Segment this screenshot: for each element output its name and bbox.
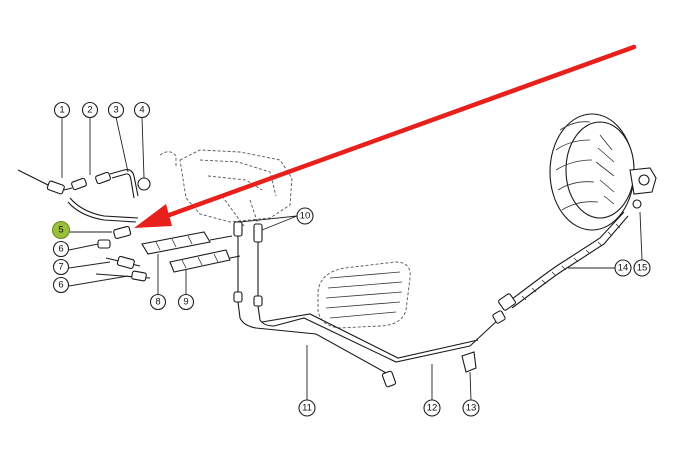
callout-2: 2	[81, 101, 99, 119]
svg-text:11: 11	[302, 403, 312, 414]
callout-14: 14	[614, 259, 632, 277]
svg-text:8: 8	[155, 297, 160, 308]
leader-lines	[61, 116, 643, 401]
callout-13: 13	[462, 399, 480, 417]
wheel-cylinders	[141, 231, 241, 273]
svg-text:4: 4	[139, 105, 144, 116]
fittings-left	[95, 225, 151, 282]
svg-text:10: 10	[300, 211, 311, 222]
callout-1: 1	[53, 101, 71, 119]
svg-text:13: 13	[466, 403, 477, 414]
brake-shoe-outline	[317, 261, 411, 329]
svg-text:6: 6	[58, 280, 63, 291]
flexible-hose	[498, 199, 642, 311]
callout-4: 4	[133, 101, 151, 119]
brake-line-long	[237, 301, 506, 388]
svg-text:6: 6	[58, 244, 63, 255]
svg-text:2: 2	[87, 105, 92, 116]
svg-text:7: 7	[58, 262, 63, 273]
brake-drum	[549, 113, 657, 231]
callouts: 1 2 3 4 5 6 7 6 8 9 10 11 12 13 14	[51, 101, 651, 417]
callout-6-lower: 6	[52, 276, 70, 294]
callout-9: 9	[177, 293, 195, 311]
svg-text:3: 3	[113, 105, 118, 116]
master-cylinder-outline	[159, 149, 293, 231]
callout-7: 7	[52, 258, 70, 276]
svg-text:1: 1	[59, 105, 64, 116]
callout-15: 15	[633, 259, 651, 277]
tee-fittings	[233, 221, 263, 307]
callout-5-highlighted: 5	[51, 220, 71, 240]
svg-text:9: 9	[183, 297, 188, 308]
svg-text:14: 14	[618, 263, 629, 274]
callout-10: 10	[296, 207, 314, 225]
callout-11: 11	[298, 399, 316, 417]
svg-text:12: 12	[427, 403, 438, 414]
red-pointer-arrow	[134, 44, 637, 228]
callout-12: 12	[423, 399, 441, 417]
brake-pipes-upper	[17, 169, 151, 223]
svg-text:15: 15	[637, 263, 648, 274]
callout-6-upper: 6	[52, 240, 70, 258]
svg-text:5: 5	[58, 225, 63, 236]
callout-8: 8	[149, 293, 167, 311]
callout-3: 3	[107, 101, 125, 119]
